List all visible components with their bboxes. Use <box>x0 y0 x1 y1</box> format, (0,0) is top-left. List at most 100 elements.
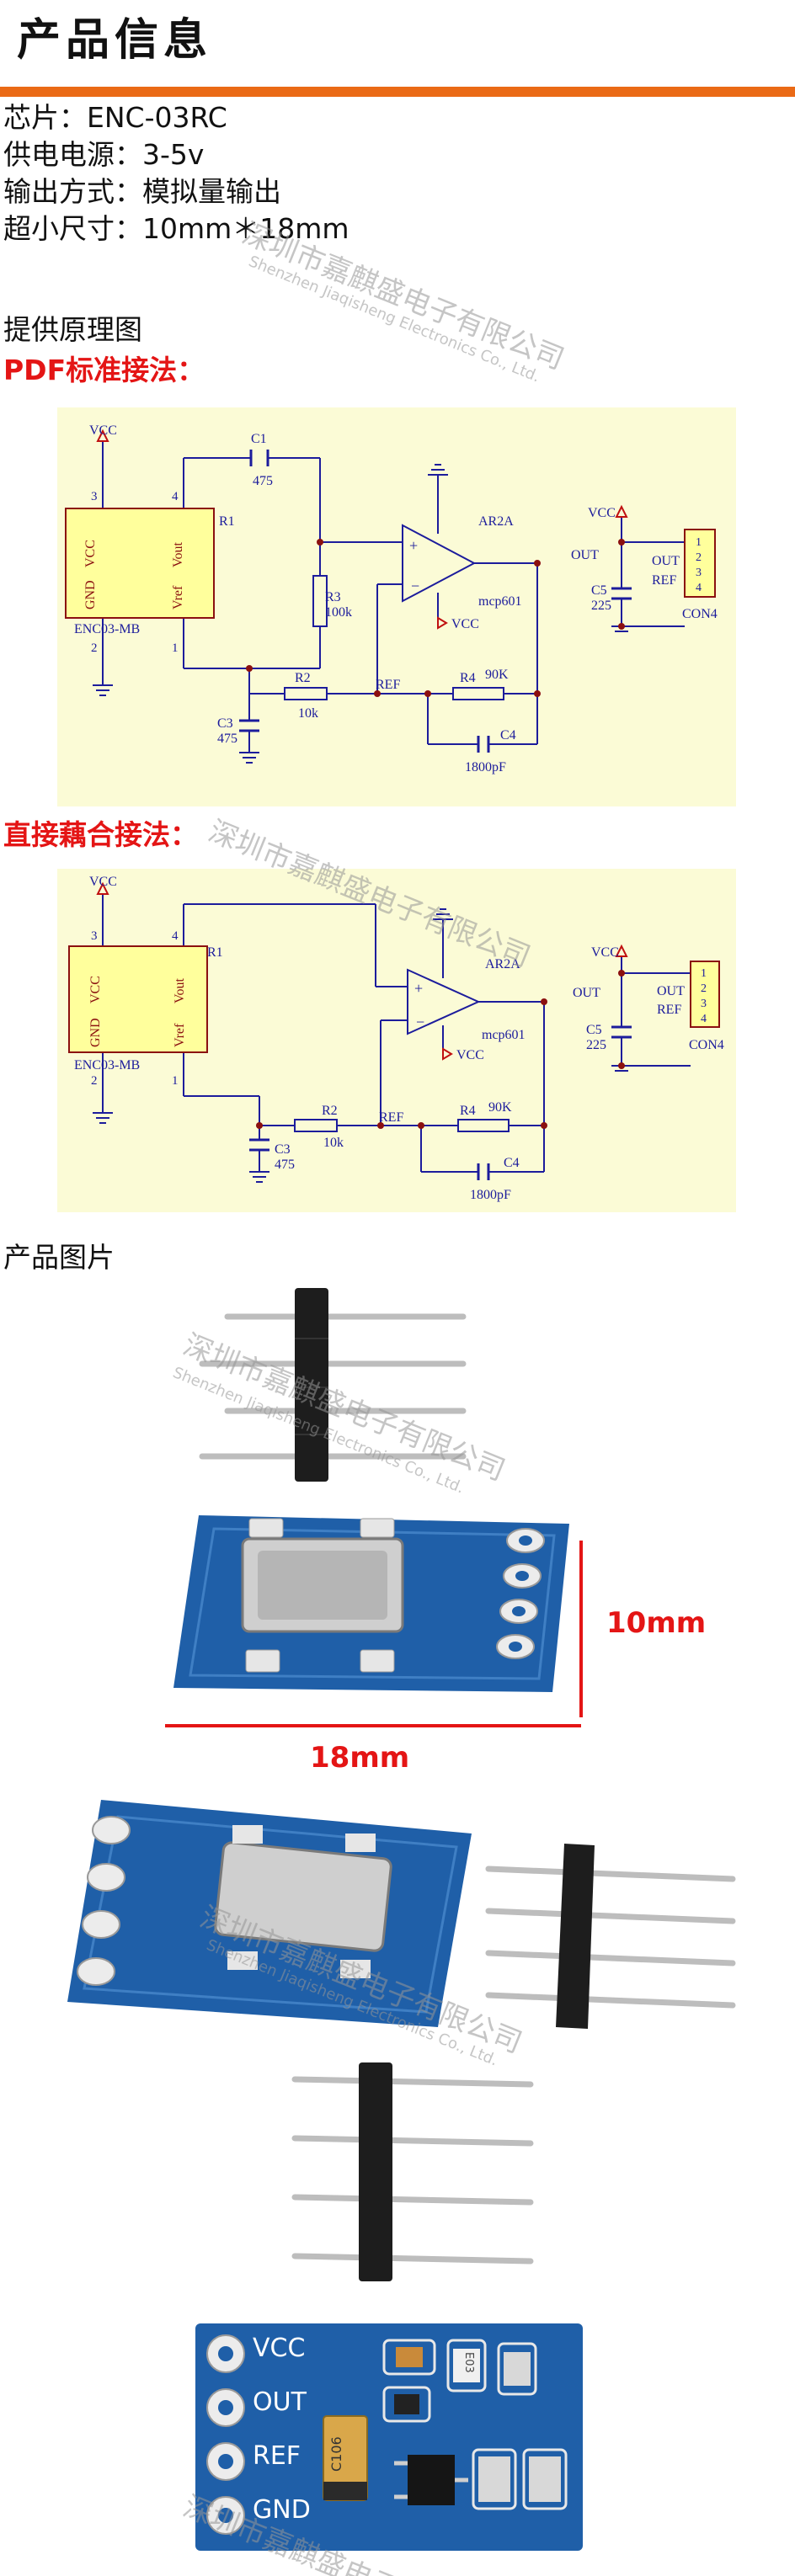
page-title: 产品信息 <box>17 15 213 66</box>
pin-header-photo-2 <box>485 1844 736 2029</box>
label-ref: REF <box>379 1110 403 1125</box>
label-vcc: VCC <box>89 423 117 438</box>
label-r4: R4 <box>460 671 476 685</box>
label-r2-val: 10k <box>298 706 318 721</box>
label-ar2a: AR2A <box>485 957 520 971</box>
chip-pin-vcc: VCC <box>88 976 103 1003</box>
height-label: 10mm <box>606 1606 707 1640</box>
label-con-out: OUT <box>652 554 680 568</box>
label-con-2: 2 <box>696 551 702 564</box>
label-r2: R2 <box>295 671 311 685</box>
schematic-heading: 提供原理图 <box>3 313 142 346</box>
chip-pin-vref: Vref <box>173 1023 187 1047</box>
svg-text:+: + <box>414 980 423 997</box>
label-c3: C3 <box>275 1142 291 1157</box>
label-opamp-vcc: VCC <box>456 1048 484 1062</box>
label-ref: REF <box>376 678 400 692</box>
pdf-method-heading: PDF标准接法： <box>3 354 205 386</box>
label-c4-val: 1800pF <box>465 760 506 774</box>
direct-method-heading: 直接藕合接法： <box>3 818 198 851</box>
chip-pin-vref: Vref <box>171 585 185 609</box>
board-label-out: OUT <box>253 2387 307 2417</box>
label-r3: R3 <box>325 590 341 604</box>
label-vcc2: VCC <box>588 506 616 520</box>
label-r4-val: 90K <box>485 668 509 682</box>
label-r1: R1 <box>219 514 235 529</box>
label-c1: C1 <box>251 432 267 446</box>
chip-pin-gnd: GND <box>83 580 98 609</box>
width-dimension-line <box>165 1724 581 1727</box>
label-c5-val: 225 <box>586 1038 606 1052</box>
label-c5-val: 225 <box>591 599 611 613</box>
label-con-4: 4 <box>701 1013 707 1025</box>
board-label-ref: REF <box>253 2441 301 2471</box>
label-pin2: 2 <box>91 641 98 655</box>
label-pin3: 3 <box>91 490 98 503</box>
spec-output: 输出方式：模拟量输出 <box>3 175 281 208</box>
chip-pin-vout: Vout <box>173 978 187 1003</box>
svg-text:−: − <box>411 577 419 594</box>
label-pin4: 4 <box>172 929 179 943</box>
width-label: 18mm <box>310 1741 410 1775</box>
label-c4: C4 <box>504 1156 520 1170</box>
capacitor-marking: C106 <box>328 2436 344 2472</box>
label-c5: C5 <box>591 583 607 598</box>
label-opamp-vcc: VCC <box>451 617 479 631</box>
module-photo-angled <box>67 1800 472 2027</box>
board-label-gnd: GND <box>253 2495 311 2525</box>
label-pin1: 1 <box>172 1074 179 1088</box>
label-r3-val: 100k <box>325 605 352 620</box>
schematic-direct-panel: VCC R1 AR2A OUT 3 4 2 1 ENC03-MB mcp601 … <box>57 869 736 1212</box>
label-chip: ENC03-MB <box>74 622 140 636</box>
label-c3-val: 475 <box>217 732 237 746</box>
label-vcc2: VCC <box>591 945 619 960</box>
label-con-1: 1 <box>701 967 707 980</box>
spec-size: 超小尺寸：10mm＊18mm <box>3 212 349 245</box>
label-c3-val: 475 <box>275 1158 295 1172</box>
label-pin1: 1 <box>172 641 179 655</box>
label-vcc: VCC <box>89 875 117 889</box>
watermark-cn-1: 深圳市嘉麒盛电子有限公司 <box>237 216 569 377</box>
label-c5: C5 <box>586 1023 602 1037</box>
label-con-ref: REF <box>657 1003 681 1017</box>
label-c1-val: 475 <box>253 474 273 488</box>
label-opamp: mcp601 <box>478 594 522 609</box>
connector-con4-direct <box>690 961 720 1028</box>
label-out: OUT <box>571 548 599 562</box>
chip-pin-vcc: VCC <box>83 540 98 567</box>
label-pin4: 4 <box>172 490 179 503</box>
label-con-ref: REF <box>652 573 676 588</box>
svg-text:+: + <box>409 537 418 554</box>
label-con-2: 2 <box>701 982 707 995</box>
spec-power: 供电电源：3-5v <box>3 138 205 171</box>
label-con-out: OUT <box>657 984 685 998</box>
title-underline <box>0 87 795 97</box>
svg-text:−: − <box>416 1014 424 1030</box>
chip-marking: E03 <box>462 2352 475 2373</box>
connector-con4-pdf <box>684 529 716 598</box>
module-photo-top <box>173 1515 569 1692</box>
label-con-3: 3 <box>701 998 707 1010</box>
label-r2: R2 <box>322 1104 338 1118</box>
label-con-3: 3 <box>696 567 702 579</box>
label-r1: R1 <box>207 945 223 960</box>
chip-pin-gnd: GND <box>88 1018 103 1047</box>
label-pin2: 2 <box>91 1074 98 1088</box>
module-photo-labelled: VCC OUT REF GND C106 E03 <box>195 2323 583 2551</box>
pin-header-photo-3 <box>291 2062 534 2281</box>
label-con-name: CON4 <box>682 607 718 621</box>
label-r4-val: 90K <box>488 1100 512 1115</box>
label-pin3: 3 <box>91 929 98 943</box>
label-con-1: 1 <box>696 536 702 549</box>
label-r4: R4 <box>460 1104 476 1118</box>
chip-enc03-direct <box>68 945 208 1053</box>
label-con-name: CON4 <box>689 1038 724 1052</box>
chip-enc03-pdf <box>65 508 215 619</box>
schematic-pdf-diagram: VCC C1 475 R1 AR2A OUT 3 4 2 1 ENC03-MB … <box>65 423 718 774</box>
board-label-vcc: VCC <box>253 2334 306 2363</box>
label-opamp: mcp601 <box>482 1028 526 1042</box>
height-dimension-line <box>579 1541 583 1717</box>
label-con-4: 4 <box>696 582 702 594</box>
photos-heading: 产品图片 <box>3 1241 115 1274</box>
label-c4: C4 <box>500 728 516 742</box>
